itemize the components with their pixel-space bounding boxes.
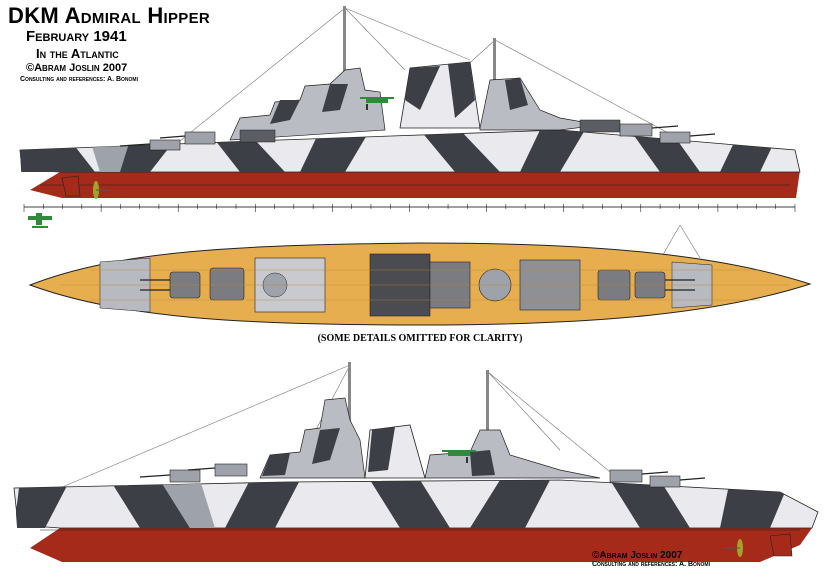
main-turrets-profile	[149, 123, 691, 151]
credit-block: ©Abram Joslin 2007 Consulting and refere…	[592, 550, 710, 568]
foremast	[343, 6, 346, 86]
aircraft-catapult-plane-port	[442, 450, 476, 463]
ship-title: DKM Admiral Hipper	[8, 3, 211, 28]
credit-copyright: ©Abram Joslin 2007	[592, 550, 683, 561]
hull-waterline-red-port	[30, 528, 812, 562]
aircraft-catapult-plane-top	[360, 97, 394, 110]
superstructure-aft	[479, 77, 621, 133]
superstructure-forward-port	[259, 397, 366, 479]
top-plan-view	[28, 224, 812, 326]
rudder	[61, 175, 81, 197]
hull-camo-pattern	[20, 130, 780, 172]
main-turrets-profile-port	[169, 463, 681, 488]
hull-waterline-red	[30, 170, 800, 198]
superstructure-aft-port	[424, 429, 601, 479]
hull-camo-pattern-port	[14, 480, 790, 528]
rigging-lines	[174, 7, 701, 151]
rudder-port	[769, 533, 793, 557]
mainmast-port	[486, 370, 489, 450]
foremast-port	[348, 362, 351, 452]
propeller-icon	[93, 181, 110, 199]
gun-barrels-port	[139, 467, 706, 481]
mainmast	[493, 38, 496, 98]
rigging-lines-port	[59, 364, 621, 489]
gun-barrels-profile	[119, 125, 716, 147]
omitted-details-caption: (SOME DETAILS OMITTED FOR CLARITY)	[317, 333, 523, 344]
funnel-port	[364, 424, 426, 479]
deck-planking	[60, 269, 790, 301]
location-label: In the Atlantic	[36, 46, 119, 61]
scale-aircraft-icon	[28, 213, 52, 228]
gun-barrels-plan	[140, 279, 695, 291]
starboard-profile-view	[19, 6, 801, 199]
date-label: February 1941	[26, 28, 127, 45]
superstructure-forward	[229, 67, 386, 143]
credit-consulting: Consulting and references: A. Bonomi	[592, 561, 710, 568]
scale-bar	[23, 204, 796, 228]
copyright-label: ©Abram Joslin 2007	[26, 62, 128, 74]
propeller-icon-port	[724, 539, 743, 557]
port-profile-view	[13, 362, 819, 562]
consulting-label: Consulting and references: A. Bonomi	[20, 76, 138, 83]
funnel	[399, 61, 481, 129]
title-block: DKM Admiral Hipper February 1941 In the …	[8, 4, 210, 84]
